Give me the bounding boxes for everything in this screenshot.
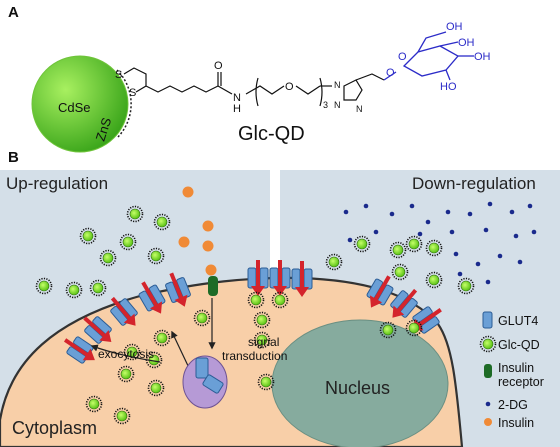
repeat-count: 3	[323, 100, 328, 110]
panel-a-letter: A	[8, 4, 19, 21]
ether-oxygen: O	[386, 67, 395, 79]
hydroxyl-3: OH	[474, 51, 491, 63]
legend-glcqd: Glc-QD	[479, 335, 540, 353]
triazole-n1: N	[334, 80, 341, 90]
glc-qd-title: Glc-QD	[238, 123, 305, 145]
glut4-vesicle	[182, 355, 228, 409]
legend-glut4: GLUT4	[482, 311, 538, 329]
insulin-molecules	[178, 186, 214, 252]
quantum-dot-illustration: CdSe ZnS	[31, 55, 132, 153]
nucleus-label: Nucleus	[325, 378, 390, 398]
ligand-structure	[123, 67, 385, 107]
carbonyl-oxygen: O	[214, 60, 223, 72]
legend-receptor-line2: receptor	[498, 375, 544, 389]
legend-receptor-line1: Insulin	[498, 361, 534, 375]
legend-2dg-label: 2-DG	[498, 398, 528, 412]
legend-insulin-receptor: Insulin receptor	[484, 361, 544, 389]
cytoplasm-label: Cytoplasm	[12, 418, 97, 438]
legend-2dg: 2-DG	[485, 398, 528, 412]
legend-insulin-label: Insulin	[498, 416, 534, 430]
legend: GLUT4 Glc-QD Insulin receptor 2-DG Insul…	[479, 311, 544, 430]
nucleus: Nucleus	[271, 319, 449, 447]
peg-oxygen: O	[285, 81, 294, 93]
hydroxyl-1: OH	[446, 21, 463, 33]
two-dg-molecules	[343, 201, 537, 285]
signalling-arrows	[90, 298, 216, 371]
exocytosis-label: exocytosis	[98, 347, 154, 361]
ring-oxygen: O	[398, 51, 407, 63]
triazole-n3: N	[356, 104, 363, 114]
transduction-label: transduction	[222, 349, 287, 363]
down-regulation-title: Down-regulation	[412, 174, 536, 193]
amide-hydrogen: H	[233, 103, 241, 115]
sulfur-atom-top: S	[115, 69, 122, 81]
hydroxyl-4: HO	[440, 81, 457, 93]
amide-nitrogen: N	[233, 92, 241, 104]
signal-label: signal	[248, 335, 279, 349]
qd-shell-label: ZnS	[93, 115, 115, 143]
legend-insulin: Insulin	[484, 416, 534, 430]
triazole-n2: N	[334, 100, 341, 110]
legend-glut4-label: GLUT4	[498, 314, 538, 328]
glut4-transporters	[63, 260, 442, 365]
sulfur-atom-bottom: S	[129, 87, 136, 99]
legend-glcqd-label: Glc-QD	[498, 338, 540, 352]
panel-b-letter: B	[8, 149, 19, 166]
glucose-ring	[383, 31, 474, 81]
insulin-receptor	[205, 264, 218, 296]
hydroxyl-2: OH	[458, 37, 475, 49]
up-regulation-title: Up-regulation	[6, 174, 108, 193]
qd-core-label: CdSe	[58, 100, 91, 115]
